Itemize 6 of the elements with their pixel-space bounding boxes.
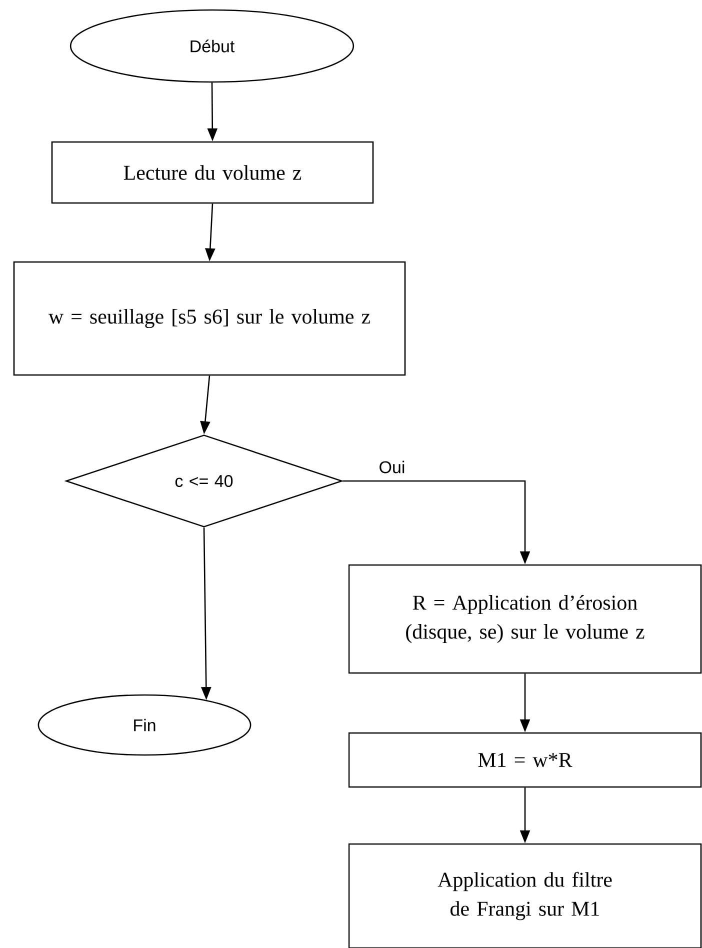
process-box: M1 = w*R [348, 732, 702, 788]
edge-label: Oui [378, 460, 406, 474]
process-box: Application du filtre de Frangi sur M1 [348, 843, 702, 948]
process-box: Lecture du volume z [51, 141, 374, 204]
process-box: w = seuillage [s5 s6] sur le volume z [13, 261, 406, 376]
process-box: R = Application d’érosion (disque, se) sur le volume z [348, 564, 702, 674]
